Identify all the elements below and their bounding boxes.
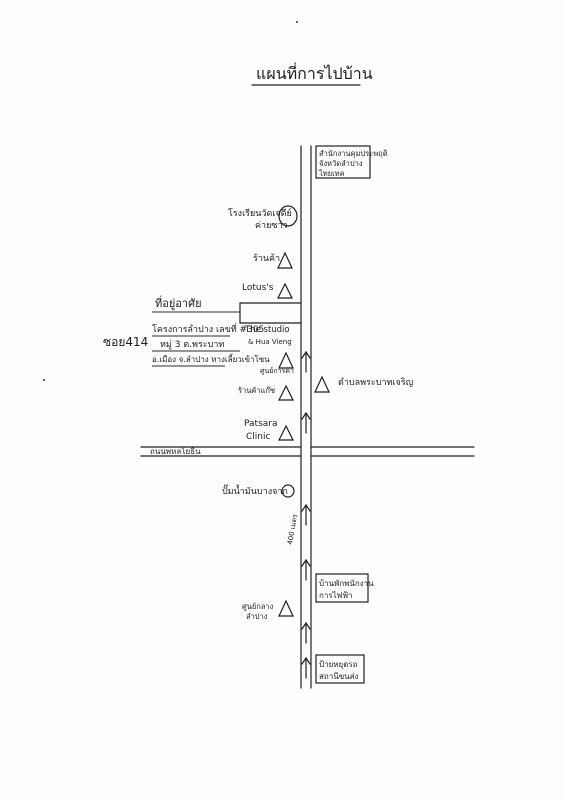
stray-dot bbox=[43, 379, 45, 381]
box-top-line-1: สำนักงานคุมประพฤติ bbox=[319, 149, 388, 158]
left-bottom-line-2: ลำปาง bbox=[246, 612, 268, 621]
shop-2-label: ร้านค้าแก๊ซ bbox=[238, 386, 275, 395]
box-bottom-line-1: ป้ายหยุดรถ bbox=[319, 660, 358, 669]
up-arrow-icon bbox=[301, 411, 311, 434]
landmark-box-top bbox=[315, 145, 371, 179]
house-label: ที่อยู่อาศัย bbox=[155, 295, 202, 310]
up-arrow-icon bbox=[301, 350, 311, 373]
triangle-marker-icon bbox=[278, 424, 294, 441]
circle-marker-icon bbox=[281, 484, 295, 498]
studio-line-2: & Hua Vieng bbox=[248, 338, 292, 346]
main-road-distance-label: 400 เมตร bbox=[286, 513, 299, 545]
cross-road-label: ถนนพหลโยธิน bbox=[150, 446, 201, 456]
map-title: แผนที่การไปบ้าน bbox=[256, 62, 373, 83]
triangle-marker-icon bbox=[277, 282, 293, 299]
landmark-box-bottom bbox=[315, 654, 365, 684]
stray-dot bbox=[296, 21, 298, 23]
landmark-box-top-text: สำนักงานคุมประพฤติ จังหวัดลำปาง ไทยเทค bbox=[318, 149, 390, 178]
triangle-marker-icon bbox=[277, 251, 293, 269]
box-mid-text: บ้านพักพนักงาน การไฟฟ้า bbox=[319, 579, 376, 600]
up-arrow-icon bbox=[301, 503, 311, 526]
triangle-marker-icon bbox=[278, 384, 294, 401]
box-bottom-line-2: สถานีขนส่ง bbox=[319, 672, 359, 681]
address-line-1: โครงการลำปาง เลขที่ #305 bbox=[152, 322, 264, 335]
left-bottom-line-1: ศูนย์กลาง bbox=[242, 602, 274, 611]
up-arrow-icon bbox=[301, 656, 311, 679]
box-top-line-3: ไทยเทค bbox=[318, 169, 345, 178]
address-line-3: อ.เมือง จ.ลำปาง ทางเลี้ยวเข้าโซน bbox=[152, 353, 270, 364]
near-house-label: ศูนย์การค้า bbox=[260, 367, 294, 375]
box-mid-line-1: บ้านพักพนักงาน bbox=[319, 579, 374, 588]
box-mid-line-2: การไฟฟ้า bbox=[319, 591, 352, 600]
right-landmark-label: ตำบลพระบาทเจริญ bbox=[338, 377, 414, 388]
triangle-marker-icon bbox=[278, 351, 294, 369]
box-bottom-text: ป้ายหยุดรถ สถานีขนส่ง bbox=[319, 660, 360, 681]
clinic-line-1: Patsara bbox=[244, 419, 278, 429]
school-line-1: โรงเรียนวัดเจดีย์ bbox=[228, 207, 292, 219]
box-top-line-2: จังหวัดลำปาง bbox=[319, 159, 363, 168]
studio-line-1: The studio bbox=[244, 325, 290, 335]
school-circle-icon bbox=[278, 205, 298, 227]
direction-arrows bbox=[301, 350, 311, 679]
soi-label: ซอย414 bbox=[103, 335, 148, 349]
lotus-label: Lotus's bbox=[242, 283, 274, 293]
triangle-marker-icon bbox=[314, 375, 330, 393]
up-arrow-icon bbox=[301, 621, 311, 644]
school-label: โรงเรียนวัดเจดีย์ ค่ายซาว bbox=[228, 207, 295, 231]
clinic-label: Patsara Clinic bbox=[244, 419, 280, 442]
school-line-2: ค่ายซาว bbox=[255, 221, 288, 231]
landmark-box-mid bbox=[315, 573, 369, 603]
left-bottom-label: ศูนย์กลาง ลำปาง bbox=[242, 602, 276, 621]
triangle-marker-icon bbox=[278, 599, 294, 617]
studio-label: The studio & Hua Vieng bbox=[244, 325, 292, 346]
bus-stop-label: ปั๊มน้ำมันบางจาก bbox=[222, 484, 288, 497]
shop-1-label: ร้านค้า bbox=[253, 253, 280, 264]
up-arrow-icon bbox=[301, 558, 311, 581]
address-line-2: หมู่ 3 ต.พระบาท bbox=[160, 340, 224, 350]
clinic-line-2: Clinic bbox=[246, 432, 270, 442]
